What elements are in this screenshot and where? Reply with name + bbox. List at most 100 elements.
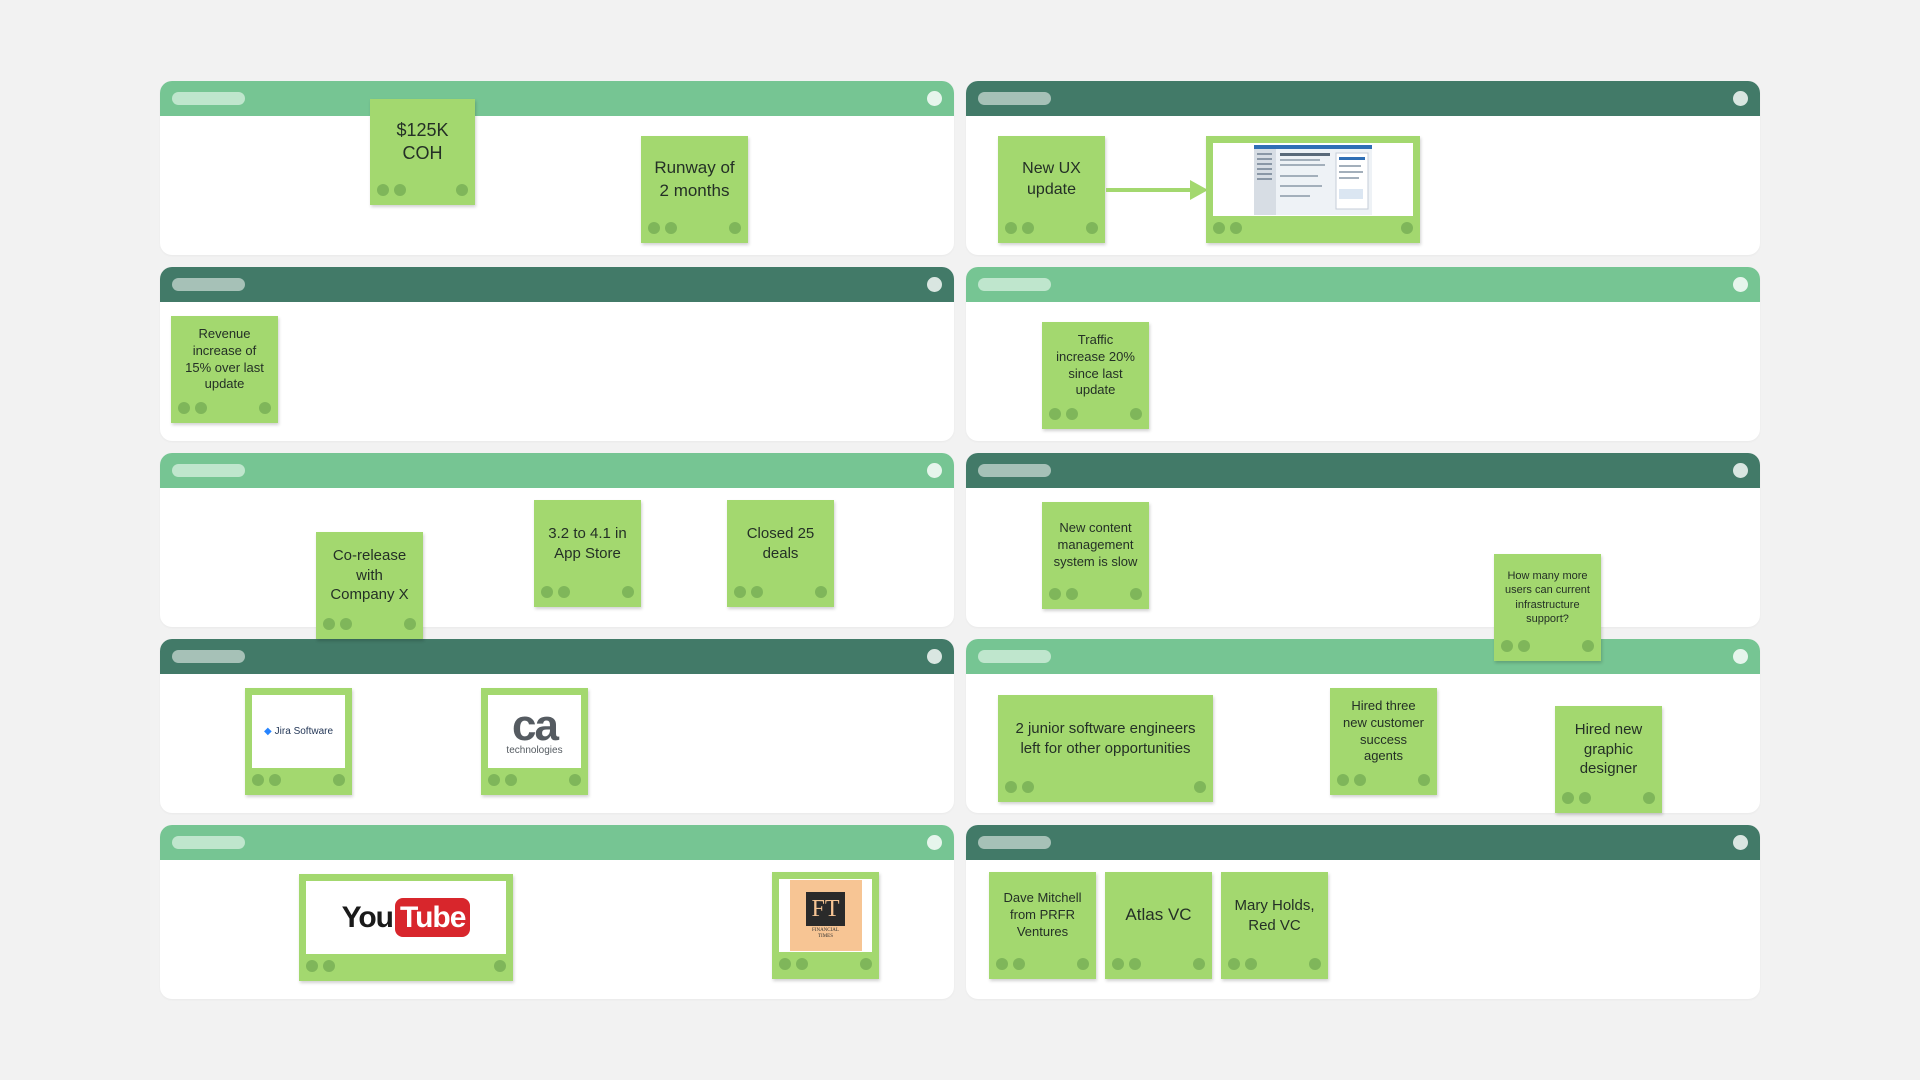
sticky-note-vote-dot[interactable] <box>1230 222 1242 234</box>
sticky-note-vote-dot[interactable] <box>815 586 827 598</box>
sticky-note-infrastructure[interactable]: How many more users can current infrastr… <box>1494 554 1601 661</box>
sticky-note-vote-dot[interactable] <box>1401 222 1413 234</box>
sticky-note-vote-dot[interactable] <box>1049 588 1061 600</box>
sticky-note-vote-dot[interactable] <box>996 958 1008 970</box>
sticky-note-vote-dot[interactable] <box>178 402 190 414</box>
sticky-note-vote-dot[interactable] <box>306 960 318 972</box>
sticky-note-vote-dot[interactable] <box>456 184 468 196</box>
panel-title-pill[interactable] <box>978 464 1051 477</box>
sticky-note-vote-dot[interactable] <box>1194 781 1206 793</box>
sticky-note-vote-dot[interactable] <box>494 960 506 972</box>
sticky-note-vote-dot[interactable] <box>751 586 763 598</box>
sticky-note-vote-dot[interactable] <box>323 618 335 630</box>
panel-title-pill[interactable] <box>978 650 1051 663</box>
panel-title-pill[interactable] <box>172 650 245 663</box>
sticky-note-vote-dot[interactable] <box>1066 408 1078 420</box>
panel-title-pill[interactable] <box>172 278 245 291</box>
sticky-note-vote-dot[interactable] <box>622 586 634 598</box>
sticky-note-vote-dot[interactable] <box>1005 781 1017 793</box>
sticky-note-vote-dot[interactable] <box>1086 222 1098 234</box>
sticky-note-vote-dot[interactable] <box>558 586 570 598</box>
sticky-note-vote-dot[interactable] <box>1005 222 1017 234</box>
sticky-note-ux-screenshot[interactable] <box>1206 136 1420 243</box>
sticky-note-coh[interactable]: $125K COH <box>370 99 475 205</box>
sticky-note-vote-dot[interactable] <box>333 774 345 786</box>
sticky-note-appstore[interactable]: 3.2 to 4.1 in App Store <box>534 500 641 607</box>
sticky-note-vote-dot[interactable] <box>1501 640 1513 652</box>
sticky-note-vote-dot[interactable] <box>1129 958 1141 970</box>
sticky-note-vote-dot[interactable] <box>648 222 660 234</box>
sticky-note-vote-dot[interactable] <box>1193 958 1205 970</box>
sticky-note-vote-dot[interactable] <box>1228 958 1240 970</box>
sticky-note-vote-dot[interactable] <box>488 774 500 786</box>
sticky-note-vote-dot[interactable] <box>1049 408 1061 420</box>
panel-menu-dot[interactable] <box>927 463 942 478</box>
panel-menu-dot[interactable] <box>1733 649 1748 664</box>
panel-title-pill[interactable] <box>978 92 1051 105</box>
sticky-note-vote-dot[interactable] <box>860 958 872 970</box>
panel-menu-dot[interactable] <box>927 649 942 664</box>
sticky-note-ft-logo[interactable]: FT FINANCIAL TIMES <box>772 872 879 979</box>
sticky-note-deals[interactable]: Closed 25 deals <box>727 500 834 607</box>
sticky-note-vote-dot[interactable] <box>1130 408 1142 420</box>
sticky-note-runway[interactable]: Runway of 2 months <box>641 136 748 243</box>
panel-menu-dot[interactable] <box>927 835 942 850</box>
sticky-note-vote-dot[interactable] <box>1130 588 1142 600</box>
sticky-note-revenue[interactable]: Revenue increase of 15% over last update <box>171 316 278 423</box>
sticky-note-vote-dot[interactable] <box>1077 958 1089 970</box>
panel-menu-dot[interactable] <box>1733 91 1748 106</box>
sticky-note-engineers-left[interactable]: 2 junior software engineers left for oth… <box>998 695 1213 802</box>
sticky-note-vote-dot[interactable] <box>665 222 677 234</box>
panel-title-pill[interactable] <box>978 278 1051 291</box>
sticky-note-vote-dot[interactable] <box>195 402 207 414</box>
sticky-note-vote-dot[interactable] <box>259 402 271 414</box>
sticky-note-mary-holds[interactable]: Mary Holds, Red VC <box>1221 872 1328 979</box>
sticky-note-vote-dot[interactable] <box>394 184 406 196</box>
sticky-note-vote-dot[interactable] <box>1022 222 1034 234</box>
sticky-note-dave-mitchell[interactable]: Dave Mitchell from PRFR Ventures <box>989 872 1096 979</box>
sticky-note-vote-dot[interactable] <box>340 618 352 630</box>
sticky-note-vote-dot[interactable] <box>1309 958 1321 970</box>
panel-title-pill[interactable] <box>172 836 245 849</box>
sticky-note-hired-agents[interactable]: Hired three new customer success agents <box>1330 688 1437 795</box>
panel-title-pill[interactable] <box>978 836 1051 849</box>
panel-menu-dot[interactable] <box>927 277 942 292</box>
sticky-note-vote-dot[interactable] <box>1022 781 1034 793</box>
sticky-note-vote-dot[interactable] <box>1562 792 1574 804</box>
sticky-note-vote-dot[interactable] <box>1418 774 1430 786</box>
panel-title-pill[interactable] <box>172 464 245 477</box>
sticky-note-atlas-vc[interactable]: Atlas VC <box>1105 872 1212 979</box>
sticky-note-vote-dot[interactable] <box>569 774 581 786</box>
sticky-note-vote-dot[interactable] <box>252 774 264 786</box>
sticky-note-hired-designer[interactable]: Hired new graphic designer <box>1555 706 1662 813</box>
panel-menu-dot[interactable] <box>1733 835 1748 850</box>
panel-menu-dot[interactable] <box>1733 277 1748 292</box>
panel-title-pill[interactable] <box>172 92 245 105</box>
sticky-note-vote-dot[interactable] <box>1582 640 1594 652</box>
sticky-note-vote-dot[interactable] <box>541 586 553 598</box>
sticky-note-vote-dot[interactable] <box>404 618 416 630</box>
sticky-note-vote-dot[interactable] <box>505 774 517 786</box>
sticky-note-vote-dot[interactable] <box>734 586 746 598</box>
sticky-note-jira-logo[interactable]: ◆ Jira Software <box>245 688 352 795</box>
sticky-note-vote-dot[interactable] <box>323 960 335 972</box>
sticky-note-cms[interactable]: New content management system is slow <box>1042 502 1149 609</box>
sticky-note-vote-dot[interactable] <box>1112 958 1124 970</box>
sticky-note-vote-dot[interactable] <box>1245 958 1257 970</box>
sticky-note-vote-dot[interactable] <box>1337 774 1349 786</box>
sticky-note-ca-logo[interactable]: ca technologies <box>481 688 588 795</box>
sticky-note-traffic[interactable]: Traffic increase 20% since last update <box>1042 322 1149 429</box>
sticky-note-vote-dot[interactable] <box>1354 774 1366 786</box>
sticky-note-vote-dot[interactable] <box>1013 958 1025 970</box>
sticky-note-vote-dot[interactable] <box>796 958 808 970</box>
sticky-note-vote-dot[interactable] <box>377 184 389 196</box>
sticky-note-vote-dot[interactable] <box>779 958 791 970</box>
sticky-note-vote-dot[interactable] <box>1518 640 1530 652</box>
sticky-note-youtube-logo[interactable]: You Tube <box>299 874 513 981</box>
sticky-note-ux-update[interactable]: New UX update <box>998 136 1105 243</box>
sticky-note-vote-dot[interactable] <box>1066 588 1078 600</box>
sticky-note-vote-dot[interactable] <box>729 222 741 234</box>
sticky-note-vote-dot[interactable] <box>1213 222 1225 234</box>
sticky-note-vote-dot[interactable] <box>269 774 281 786</box>
sticky-note-vote-dot[interactable] <box>1579 792 1591 804</box>
